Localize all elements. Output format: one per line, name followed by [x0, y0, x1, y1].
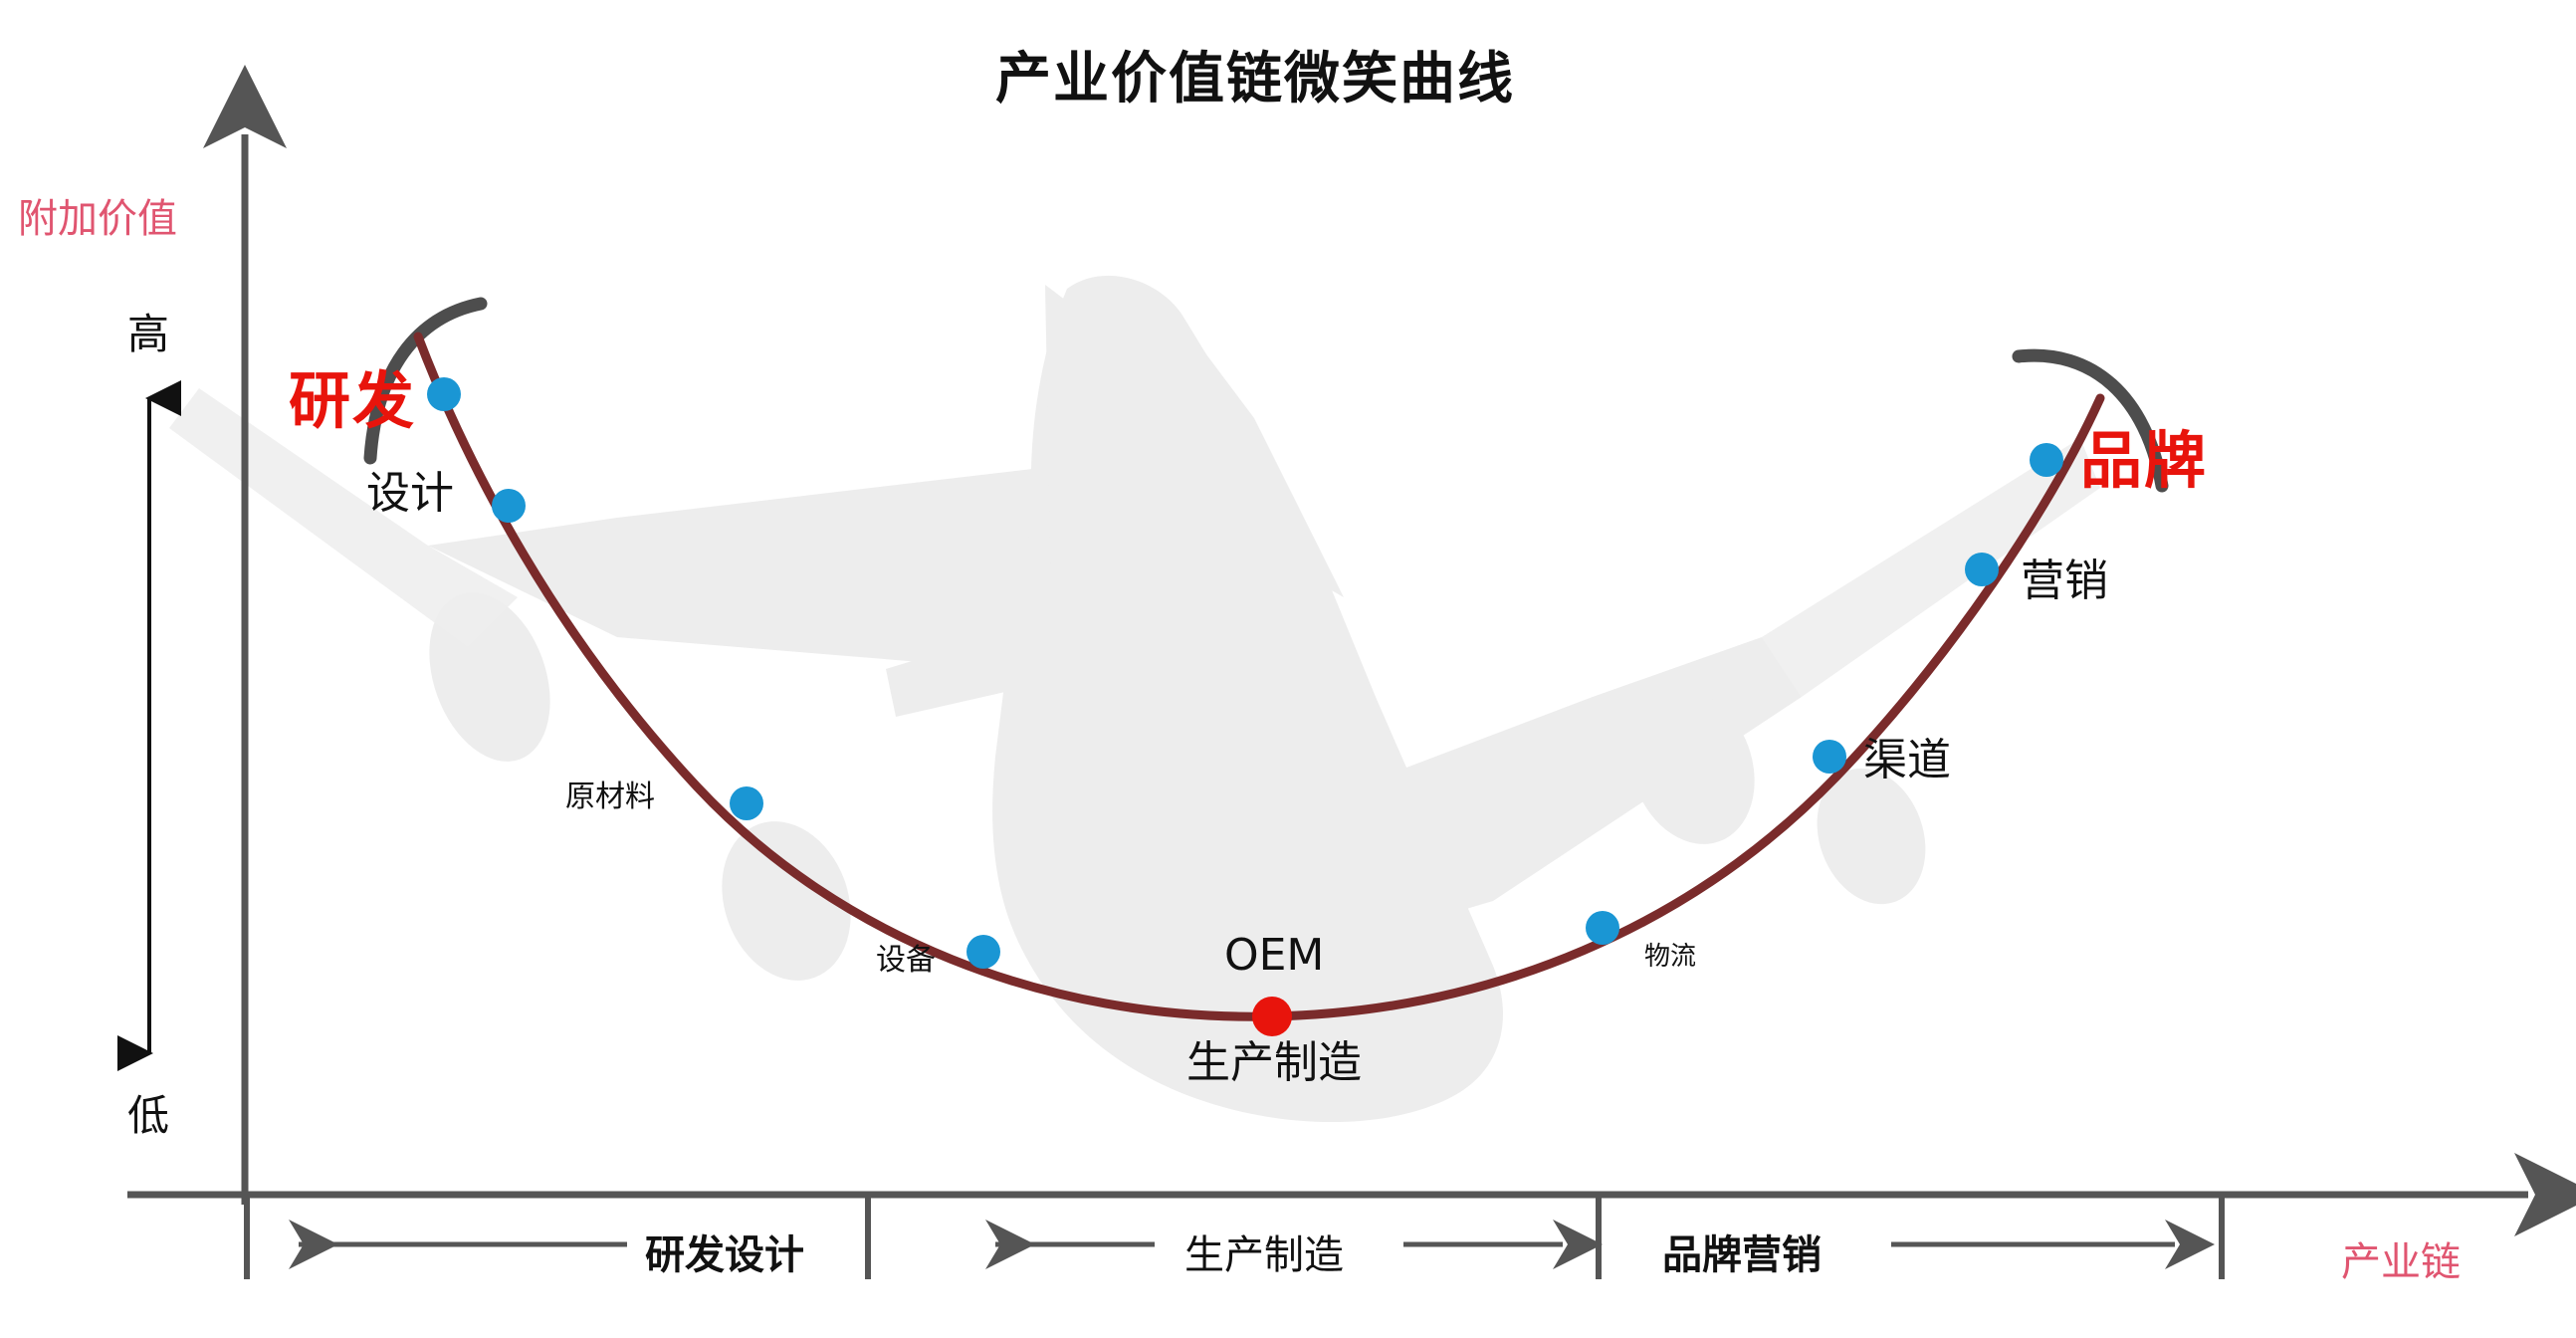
node-pinpai[interactable] [2030, 443, 2063, 477]
node-label-yingxiao: 营销 [2021, 556, 2108, 606]
node-shengchan[interactable] [1252, 997, 1292, 1036]
node-yuancailiao[interactable] [730, 786, 763, 820]
segment-label-brand: 品牌营销 [1662, 1232, 1822, 1278]
y-tick-high: 高 [127, 310, 170, 358]
node-label-oem: OEM [1224, 930, 1325, 981]
left-bracket-arc-icon [363, 297, 488, 465]
y-axis-title: 附加价值 [18, 196, 177, 242]
x-axis-title: 产业链 [2341, 1239, 2461, 1285]
highlight-label-rd: 研发 [289, 364, 417, 437]
segment-label-mfg: 生产制造 [1184, 1232, 1344, 1278]
y-tick-low: 低 [127, 1091, 170, 1140]
node-label-yuancailiao: 原材料 [565, 780, 655, 814]
node-yingxiao[interactable] [1965, 553, 1999, 586]
chart-title: 产业价值链微笑曲线 [995, 47, 1515, 112]
node-yanfa[interactable] [427, 377, 461, 411]
node-label-sheji: 设计 [366, 468, 454, 519]
curve-node-markers [427, 377, 2063, 1036]
node-wuliu[interactable] [1586, 911, 1619, 945]
node-sheji[interactable] [492, 489, 526, 523]
highlight-label-brand: 品牌 [2080, 424, 2209, 497]
node-label-qudao: 渠道 [1863, 735, 1951, 785]
node-qudao[interactable] [1813, 740, 1846, 774]
segment-label-rd: 研发设计 [645, 1232, 804, 1278]
right-bracket-arc-icon [2012, 348, 2169, 493]
node-label-shebei: 设备 [876, 943, 936, 978]
airplane-watermark-icon [169, 275, 2100, 1123]
node-label-shengchanzhizao: 生产制造 [1186, 1037, 1362, 1088]
node-label-wuliu: 物流 [1644, 942, 1697, 972]
node-shebei[interactable] [966, 935, 1000, 969]
